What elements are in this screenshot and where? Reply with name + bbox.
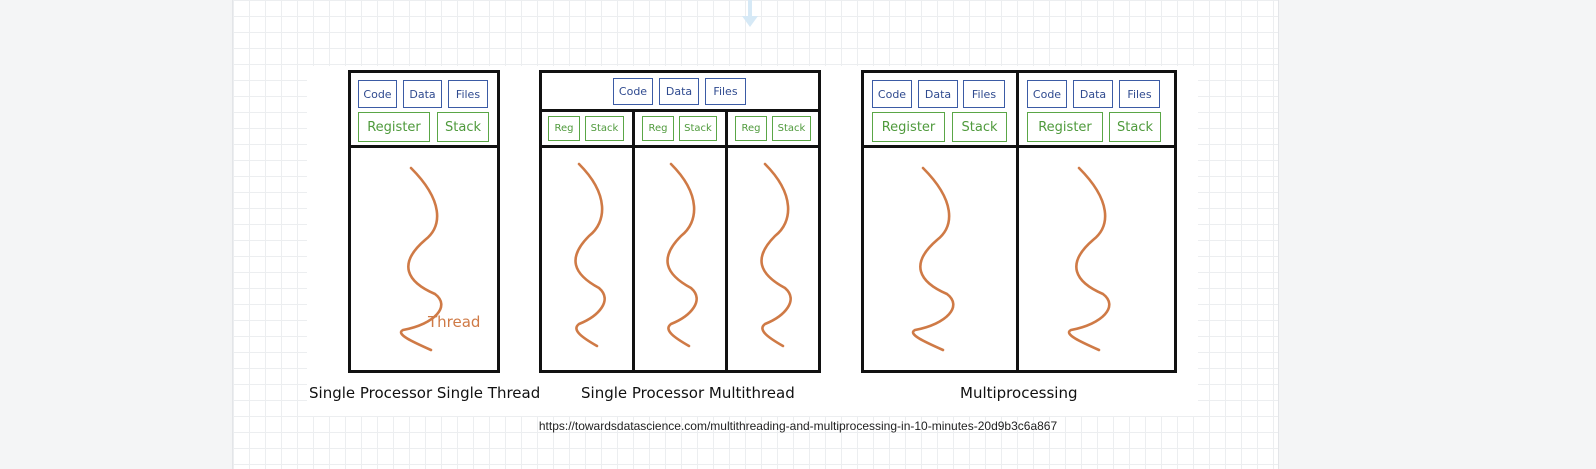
code-box: Code <box>1027 80 1067 108</box>
thread-squiggle-icon <box>760 162 792 348</box>
reg-box: Reg <box>548 116 580 141</box>
thread-squiggle-icon <box>574 162 606 348</box>
data-box: Data <box>918 80 958 108</box>
caption-single-processor-single-thread: Single Processor Single Thread <box>309 384 541 402</box>
stack-box: Stack <box>585 116 624 141</box>
register-box: Register <box>1027 112 1103 142</box>
connector-arrow-icon <box>742 0 758 27</box>
reg-box: Reg <box>642 116 674 141</box>
thread-divider <box>632 109 635 373</box>
stack-box: Stack <box>437 112 489 142</box>
code-box: Code <box>613 78 653 105</box>
panel-divider <box>539 109 821 112</box>
panel-divider <box>1016 145 1177 148</box>
source-url: https://towardsdatascience.com/multithre… <box>538 419 1058 433</box>
thread-squiggle-icon <box>399 166 443 352</box>
stack-box: Stack <box>1109 112 1161 142</box>
thread-label: Thread <box>428 313 481 331</box>
reg-box: Reg <box>735 116 767 141</box>
files-box: Files <box>705 78 746 105</box>
code-box: Code <box>872 80 912 108</box>
stack-box: Stack <box>679 116 717 141</box>
panel-divider <box>861 145 1019 148</box>
code-box: Code <box>358 80 397 108</box>
panel-divider <box>539 145 821 148</box>
data-box: Data <box>659 78 699 105</box>
register-box: Register <box>872 112 945 142</box>
caption-single-processor-multithread: Single Processor Multithread <box>581 384 795 402</box>
panel-divider <box>348 145 500 148</box>
stack-box: Stack <box>772 116 811 141</box>
data-box: Data <box>1073 80 1113 108</box>
files-box: Files <box>963 80 1005 108</box>
thread-squiggle-icon <box>911 166 955 352</box>
files-box: Files <box>448 80 488 108</box>
thread-squiggle-icon <box>666 162 698 348</box>
caption-multiprocessing: Multiprocessing <box>960 384 1078 402</box>
thread-squiggle-icon <box>1067 166 1111 352</box>
data-box: Data <box>403 80 442 108</box>
files-box: Files <box>1119 80 1160 108</box>
threading-diagram-figure: Code Data Files Register Stack Thread Co… <box>307 66 1198 416</box>
stack-box: Stack <box>952 112 1007 142</box>
thread-divider <box>725 109 728 373</box>
register-box: Register <box>358 112 430 142</box>
